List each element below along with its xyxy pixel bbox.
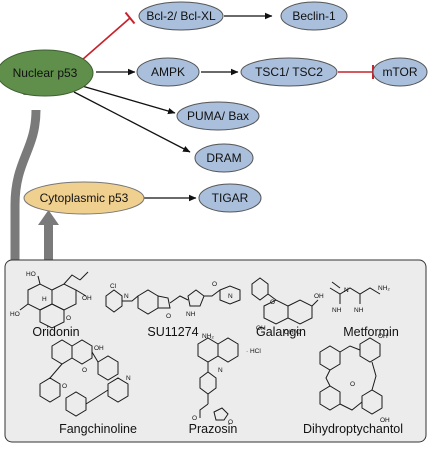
tsc-label: TSC1/ TSC2 [255, 65, 323, 79]
drug-label-su11274: SU11274 [147, 325, 198, 339]
prazosin-atom-labels: NH₂ N O O · HCl [192, 333, 261, 426]
edge-p53-bcl2 [81, 17, 131, 61]
svg-text:O: O [350, 381, 355, 388]
svg-text:O: O [212, 281, 217, 288]
svg-text:NH₂: NH₂ [378, 285, 390, 292]
svg-text:OH: OH [82, 295, 92, 302]
svg-text:N: N [126, 375, 131, 382]
svg-text:O: O [166, 313, 171, 320]
svg-text:· HCl: · HCl [246, 348, 261, 355]
metformin-atom-labels: N NH NH NH₂ [332, 285, 390, 314]
bcl2-label: Bcl-2/ Bcl-XL [146, 9, 216, 23]
drug-label-metformin: Metformin [343, 325, 399, 339]
su11274-structure [105, 285, 241, 315]
dihydroptychantol-structure [319, 337, 383, 415]
dram-ellipse [194, 143, 254, 173]
ampk-ellipse [136, 57, 200, 87]
galangin-structure [251, 277, 319, 325]
node-bcl2: Bcl-2/ Bcl-XL [138, 1, 224, 31]
prazosin-structure [197, 337, 239, 421]
drug-label-galangin: Galangin [256, 325, 306, 339]
svg-text:O: O [62, 383, 67, 390]
svg-text:N: N [218, 367, 223, 374]
node-dram: DRAM [194, 143, 254, 173]
bcl2-ellipse [138, 1, 224, 31]
node-tigar: TIGAR [198, 183, 262, 213]
svg-text:N: N [124, 293, 129, 300]
svg-text:NH: NH [332, 307, 342, 314]
svg-text:HO: HO [26, 271, 36, 278]
svg-text:HO: HO [10, 311, 20, 318]
cytoplasmic-p53-label: Cytoplasmic p53 [40, 191, 129, 205]
ampk-label: AMPK [151, 65, 185, 79]
drug-label-dihydroptychantol: Dihydroptychantol [303, 422, 403, 436]
node-beclin1: Beclin-1 [280, 1, 348, 31]
tsc-ellipse [240, 57, 338, 87]
su11274-atom-labels: Cl N O NH N O [110, 281, 233, 320]
beclin1-ellipse [280, 1, 348, 31]
edge-p53-bcl2-bar [124, 11, 136, 25]
svg-text:N: N [228, 293, 233, 300]
fangchinoline-atom-labels: OH O N O [62, 345, 131, 390]
svg-text:O: O [192, 415, 197, 422]
svg-text:H: H [42, 296, 47, 303]
drug-label-fangchinoline: Fangchinoline [59, 422, 137, 436]
metformin-structure [329, 281, 381, 304]
fangchinoline-structure [39, 339, 129, 417]
svg-text:Cl: Cl [110, 283, 117, 290]
svg-text:OH: OH [314, 293, 324, 300]
drug-labels: Oridonin SU11274 Galangin Metformin Fang… [32, 325, 403, 436]
pathway-edges [73, 11, 374, 202]
edge-p53-puma [81, 85, 176, 115]
big-arrow-to-nuclear-p53 [10, 109, 41, 260]
puma-label: PUMA/ Bax [187, 109, 249, 123]
nuclear-p53-ellipse [0, 49, 94, 97]
dihydroptychantol-atom-labels: OH O OH [350, 333, 390, 424]
big-arrow-to-cytoplasmic-p53 [44, 222, 53, 262]
oridonin-structure [19, 271, 89, 329]
node-tsc: TSC1/ TSC2 [240, 57, 338, 87]
edge-p53-dram [73, 91, 191, 153]
svg-text:OH: OH [256, 325, 266, 332]
svg-text:O: O [228, 419, 233, 426]
mtor-label: mTOR [382, 65, 417, 79]
drug-panel-box [4, 259, 427, 443]
puma-ellipse [176, 101, 260, 131]
svg-text:O: O [66, 315, 71, 322]
beclin1-label: Beclin-1 [292, 9, 336, 23]
node-mtor: mTOR [372, 57, 428, 87]
node-ampk: AMPK [136, 57, 200, 87]
mtor-ellipse [372, 57, 428, 87]
drug-to-p53-arrows [10, 80, 59, 262]
drug-panel: HO HO OH O H Cl N O NH N O [4, 259, 427, 443]
drug-label-oridonin: Oridonin [32, 325, 79, 339]
tigar-label: TIGAR [212, 191, 249, 205]
nuclear-p53-label: Nuclear p53 [13, 66, 78, 80]
svg-text:OH: OH [378, 333, 388, 340]
node-cytoplasmic-p53: Cytoplasmic p53 [23, 181, 145, 215]
svg-text:OH: OH [94, 345, 104, 352]
svg-text:O: O [296, 329, 301, 336]
svg-text:NH: NH [186, 311, 196, 318]
svg-text:N: N [344, 287, 349, 294]
svg-text:O: O [270, 299, 275, 306]
svg-text:NH: NH [354, 307, 364, 314]
node-puma: PUMA/ Bax [176, 101, 260, 131]
drug-label-prazosin: Prazosin [189, 422, 238, 436]
svg-text:OH: OH [380, 417, 390, 424]
oridonin-atom-labels: HO HO OH O H [10, 271, 92, 322]
tigar-ellipse [198, 183, 262, 213]
svg-text:NH₂: NH₂ [202, 333, 214, 340]
galangin-atom-labels: O OH OH OH O [256, 293, 324, 336]
cytoplasmic-p53-ellipse [23, 181, 145, 215]
dram-label: DRAM [206, 151, 241, 165]
node-nuclear-p53: Nuclear p53 [0, 49, 94, 97]
big-arrowhead-cytoplasmic [38, 210, 59, 225]
svg-text:OH: OH [284, 329, 294, 336]
svg-text:O: O [82, 367, 87, 374]
